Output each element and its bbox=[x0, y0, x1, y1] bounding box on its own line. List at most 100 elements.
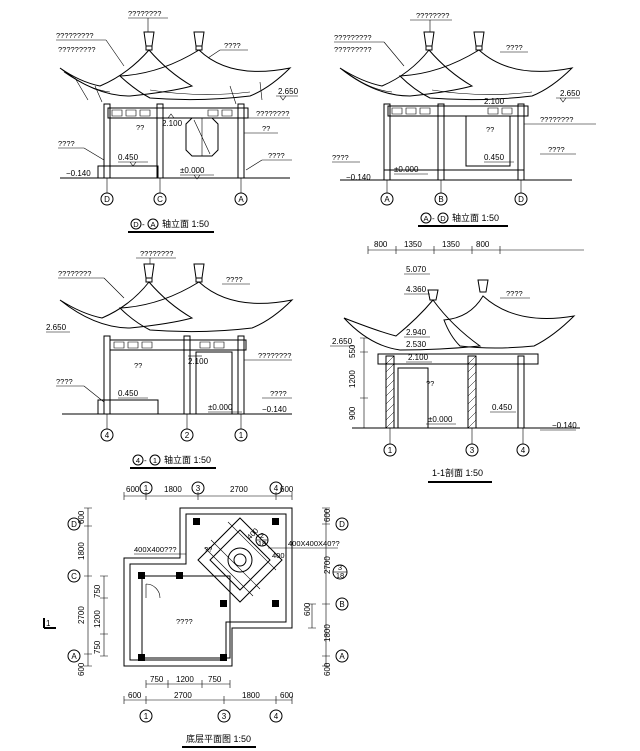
svg-text:750: 750 bbox=[150, 675, 164, 684]
svg-text:D: D bbox=[440, 214, 446, 223]
svg-text:1: 1 bbox=[144, 484, 149, 493]
floor-plan: 600 1800 2700 600 1 3 4 ?? ???? 4 bbox=[43, 481, 349, 748]
svg-text:±0.000: ±0.000 bbox=[394, 165, 419, 174]
svg-text:2.940: 2.940 bbox=[406, 328, 427, 337]
svg-text:??: ?? bbox=[136, 123, 144, 132]
note-roof-left: ????????? bbox=[56, 31, 94, 40]
svg-text:3: 3 bbox=[338, 563, 342, 572]
svg-text:轴立面 1:50: 轴立面 1:50 bbox=[162, 218, 209, 229]
elevation-4-1: 4 2 1 ???????? ???????? ???? 2.650 2.100… bbox=[46, 249, 294, 469]
finial-right bbox=[193, 31, 205, 51]
window-octagon bbox=[185, 117, 219, 157]
caption-section: 1-1剖面 1:50 bbox=[428, 467, 492, 483]
svg-text:????: ???? bbox=[226, 275, 243, 284]
svg-text:2700: 2700 bbox=[230, 485, 248, 494]
svg-text:A: A bbox=[71, 652, 77, 661]
svg-text:600: 600 bbox=[77, 510, 86, 524]
svg-text:2700: 2700 bbox=[174, 691, 192, 700]
svg-text:1: 1 bbox=[144, 712, 149, 721]
axis-bubbles-section: 1 3 4 bbox=[383, 428, 530, 457]
axis-bubbles-plan-left: D C A bbox=[67, 517, 81, 663]
svg-text:4.360: 4.360 bbox=[406, 285, 427, 294]
svg-text:550: 550 bbox=[348, 344, 357, 358]
svg-text:?????????: ????????? bbox=[334, 45, 372, 54]
svg-text:3: 3 bbox=[470, 446, 475, 455]
svg-text:1200: 1200 bbox=[176, 675, 194, 684]
column-c1 bbox=[138, 572, 145, 579]
svg-text:−0.140: −0.140 bbox=[262, 405, 287, 414]
caption-41: 4 - 1 轴立面 1:50 bbox=[130, 454, 216, 469]
axis-bubbles-da: D C A bbox=[100, 178, 248, 206]
svg-text:????????: ???????? bbox=[58, 269, 91, 278]
svg-text:1800: 1800 bbox=[77, 542, 86, 560]
axis-bubbles-plan-top: 1 3 4 bbox=[139, 481, 283, 495]
svg-text:1350: 1350 bbox=[442, 240, 460, 249]
svg-text:轴立面 1:50: 轴立面 1:50 bbox=[164, 454, 211, 465]
svg-text:4: 4 bbox=[274, 712, 279, 721]
axis-bubbles-plan-right: D B A bbox=[335, 517, 349, 663]
svg-text:A: A bbox=[384, 195, 390, 204]
svg-text:5.070: 5.070 bbox=[406, 265, 427, 274]
roof-left bbox=[59, 49, 194, 97]
section-mark: 1 bbox=[43, 618, 56, 629]
room-label-small: ?? bbox=[204, 545, 212, 554]
svg-text:0.450: 0.450 bbox=[118, 153, 139, 162]
svg-text:−0.140: −0.140 bbox=[552, 421, 577, 430]
svg-text:底层平面图 1:50: 底层平面图 1:50 bbox=[186, 733, 251, 744]
svg-text:????: ???? bbox=[56, 377, 73, 386]
svg-text:−0.140: −0.140 bbox=[66, 169, 91, 178]
svg-text:2: 2 bbox=[260, 531, 264, 540]
svg-text:±0.000: ±0.000 bbox=[208, 403, 233, 412]
caption-da: D - A 轴立面 1:50 bbox=[128, 218, 214, 233]
svg-text:0.450: 0.450 bbox=[492, 403, 513, 412]
caption-ad: A - D 轴立面 1:50 bbox=[418, 212, 508, 227]
svg-text:750: 750 bbox=[93, 584, 102, 598]
svg-text:600: 600 bbox=[77, 662, 86, 676]
svg-text:????????: ???????? bbox=[256, 109, 289, 118]
svg-text:400: 400 bbox=[272, 551, 285, 560]
svg-text:????????: ???????? bbox=[416, 11, 449, 20]
svg-text:A: A bbox=[423, 214, 428, 223]
column-b4 bbox=[272, 600, 279, 607]
svg-text:-: - bbox=[432, 214, 435, 223]
svg-text:0.450: 0.450 bbox=[484, 153, 505, 162]
svg-text:900: 900 bbox=[348, 406, 357, 420]
column-d bbox=[103, 103, 111, 179]
column-a bbox=[237, 103, 245, 179]
svg-text:600: 600 bbox=[323, 508, 332, 522]
svg-text:600: 600 bbox=[280, 485, 294, 494]
note-roof-right: ???? bbox=[224, 41, 241, 50]
svg-text:1800: 1800 bbox=[164, 485, 182, 494]
svg-text:4: 4 bbox=[521, 446, 526, 455]
svg-text:2: 2 bbox=[185, 431, 190, 440]
svg-text:D: D bbox=[518, 195, 524, 204]
svg-text:????: ???? bbox=[270, 389, 287, 398]
elev-2650: 2.650 bbox=[278, 87, 299, 96]
svg-text:?????????: ????????? bbox=[58, 45, 96, 54]
svg-text:1: 1 bbox=[388, 446, 393, 455]
column-d4 bbox=[272, 518, 279, 525]
svg-text:????: ???? bbox=[548, 145, 565, 154]
finial-left bbox=[143, 31, 155, 51]
svg-text:2.650: 2.650 bbox=[560, 89, 581, 98]
svg-text:1800: 1800 bbox=[242, 691, 260, 700]
svg-text:1350: 1350 bbox=[404, 240, 422, 249]
svg-text:750: 750 bbox=[93, 640, 102, 654]
svg-text:????: ???? bbox=[268, 151, 285, 160]
room-label-main: ???? bbox=[176, 617, 193, 626]
column-b3 bbox=[220, 600, 227, 607]
svg-text:????????: ???????? bbox=[258, 351, 291, 360]
svg-text:1: 1 bbox=[46, 619, 51, 628]
svg-text:2.100: 2.100 bbox=[408, 353, 429, 362]
svg-text:800: 800 bbox=[374, 240, 388, 249]
svg-text:2.650: 2.650 bbox=[46, 323, 67, 332]
svg-text:????: ???? bbox=[506, 43, 523, 52]
svg-text:2.530: 2.530 bbox=[406, 340, 427, 349]
note-column-right: 400X400X40?? bbox=[288, 539, 340, 548]
svg-text:D: D bbox=[339, 520, 345, 529]
svg-text:3: 3 bbox=[196, 484, 201, 493]
svg-text:600: 600 bbox=[303, 602, 312, 616]
svg-text:600: 600 bbox=[280, 691, 294, 700]
note-column-left: 400X400??? bbox=[134, 545, 177, 554]
